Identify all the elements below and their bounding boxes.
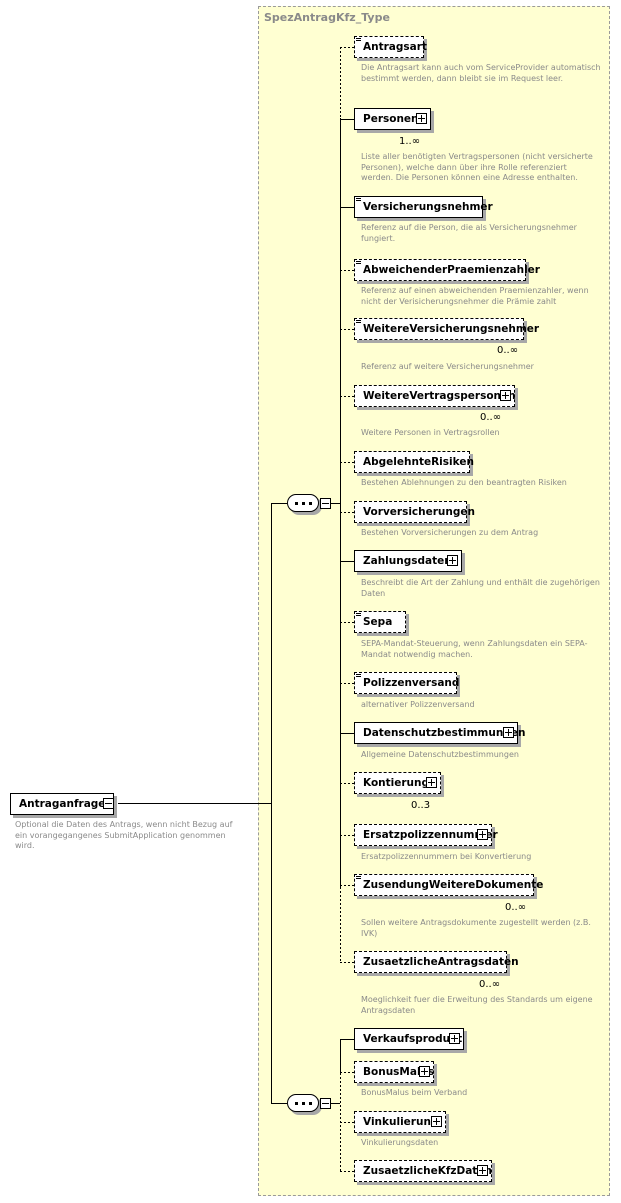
simple-content-marker xyxy=(356,320,361,323)
simple-content-marker xyxy=(356,198,361,201)
simple-content-marker xyxy=(356,876,361,879)
expand-icon[interactable] xyxy=(426,777,437,788)
element-label: WeitereVertragspersonen xyxy=(363,390,516,402)
element-label: ZusaetzlicheAntragsdaten xyxy=(363,956,519,968)
element-label: AbgelehnteRisiken xyxy=(363,456,474,468)
multiplicity-label: 1..∞ xyxy=(399,136,421,147)
expand-icon[interactable] xyxy=(449,1033,460,1044)
element-zusendung-weitere-dokumente[interactable]: ZusendungWeitereDokumente xyxy=(354,874,543,896)
element-abgelehnte-risiken[interactable]: AbgelehnteRisiken xyxy=(354,451,474,473)
element-bonus-malus[interactable]: BonusMalus xyxy=(354,1061,434,1083)
multiplicity-label: 0..∞ xyxy=(479,979,501,990)
element-description: Moeglichkeit fuer die Erweitung des Stan… xyxy=(361,995,593,1015)
expand-icon[interactable] xyxy=(416,113,427,124)
element-zusaetzliche-kfz-daten[interactable]: ZusaetzlicheKfzDaten xyxy=(354,1160,492,1182)
element-label: Verkaufsprodukt xyxy=(363,1033,463,1045)
collapse-icon[interactable] xyxy=(320,1098,331,1109)
element-description: BonusMalus beim Verband xyxy=(361,1088,468,1097)
expand-icon[interactable] xyxy=(477,1165,488,1176)
expand-icon[interactable] xyxy=(431,1116,442,1127)
element-label: ZusendungWeitereDokumente xyxy=(363,879,544,891)
element-description: Die Antragsart kann auch vom ServiceProv… xyxy=(361,63,601,83)
sequence-icon xyxy=(295,1102,312,1105)
element-antraganfrage[interactable]: Antraganfrage xyxy=(10,793,115,815)
element-label: Antraganfrage xyxy=(19,798,106,810)
expand-icon[interactable] xyxy=(447,555,458,566)
element-verkaufsprodukt[interactable]: Verkaufsprodukt xyxy=(354,1028,464,1050)
element-description: Allgemeine Datenschutzbestimmungen xyxy=(361,750,519,759)
element-label: Zahlungsdaten xyxy=(363,555,452,567)
simple-content-marker xyxy=(356,613,361,616)
element-description: Weitere Personen in Vertragsrollen xyxy=(361,428,500,437)
element-label: BonusMalus xyxy=(363,1066,435,1078)
element-label: Vorversicherungen xyxy=(363,506,475,518)
element-vinkulierung[interactable]: Vinkulierung xyxy=(354,1111,446,1133)
element-label: Polizzenversand xyxy=(363,677,460,689)
element-weitere-versicherungsnehmer[interactable]: WeitereVersicherungsnehmer xyxy=(354,318,539,340)
sequence-compositor-2[interactable] xyxy=(287,1094,319,1112)
simple-content-marker xyxy=(356,674,361,677)
element-description: Optional die Daten des Antrags, wenn nic… xyxy=(15,820,233,850)
sequence-compositor-1[interactable] xyxy=(287,494,319,512)
collapse-icon[interactable] xyxy=(103,798,114,809)
element-label: Sepa xyxy=(363,616,393,628)
element-abweichender-praemienzahler[interactable]: AbweichenderPraemienzahler xyxy=(354,259,540,281)
element-label: ZusaetzlicheKfzDaten xyxy=(363,1165,492,1177)
element-description: Referenz auf die Person, die als Versich… xyxy=(361,223,577,243)
element-ersatzpolizzennummer[interactable]: Ersatzpolizzennummer xyxy=(354,824,498,846)
element-datenschutzbestimmungen[interactable]: Datenschutzbestimmungen xyxy=(354,722,525,744)
element-description: alternativer Polizzenversand xyxy=(361,700,475,709)
multiplicity-label: 0..∞ xyxy=(480,412,502,423)
expand-icon[interactable] xyxy=(419,1066,430,1077)
sequence-icon xyxy=(295,502,312,505)
element-polizzenversand[interactable]: Polizzenversand xyxy=(354,672,460,694)
multiplicity-label: 0..∞ xyxy=(497,345,519,356)
element-label: Antragsart xyxy=(363,41,427,53)
element-vorversicherungen[interactable]: Vorversicherungen xyxy=(354,501,475,523)
element-description: Vinkulierungsdaten xyxy=(361,1138,439,1147)
element-label: Vinkulierung xyxy=(363,1116,439,1128)
element-description: Referenz auf einen abweichenden Praemien… xyxy=(361,286,589,306)
element-personen[interactable]: Personen xyxy=(354,108,431,130)
type-title: SpezAntragKfz_Type xyxy=(264,11,390,24)
element-sepa[interactable]: Sepa xyxy=(354,611,406,633)
element-weitere-vertragspersonen[interactable]: WeitereVertragspersonen xyxy=(354,385,516,407)
element-label: Personen xyxy=(363,113,419,125)
element-label: Kontierung xyxy=(363,777,430,789)
element-description: Sollen weitere Antragsdokumente zugestel… xyxy=(361,918,591,938)
multiplicity-label: 0..3 xyxy=(411,800,431,811)
element-description: Bestehen Ablehnungen zu den beantragten … xyxy=(361,478,567,487)
simple-content-marker xyxy=(356,38,361,41)
element-kontierung[interactable]: Kontierung xyxy=(354,772,441,794)
element-label: Versicherungsnehmer xyxy=(363,201,493,213)
element-label: AbweichenderPraemienzahler xyxy=(363,264,540,276)
expand-icon[interactable] xyxy=(477,829,488,840)
element-label: Ersatzpolizzennummer xyxy=(363,829,498,841)
element-label: WeitereVersicherungsnehmer xyxy=(363,323,540,335)
element-description: Beschreibt die Art der Zahlung und enthä… xyxy=(361,578,600,598)
simple-content-marker xyxy=(356,261,361,264)
element-antragsart[interactable]: Antragsart xyxy=(354,36,427,58)
element-description: Liste aller benötigten Vertragspersonen … xyxy=(361,152,593,182)
expand-icon[interactable] xyxy=(503,727,514,738)
element-description: SEPA-Mandat-Steuerung, wenn Zahlungsdate… xyxy=(361,639,588,659)
element-zahlungsdaten[interactable]: Zahlungsdaten xyxy=(354,550,462,572)
element-label: Datenschutzbestimmungen xyxy=(363,727,526,739)
multiplicity-label: 0..∞ xyxy=(505,902,527,913)
collapse-icon[interactable] xyxy=(320,498,331,509)
element-versicherungsnehmer[interactable]: Versicherungsnehmer xyxy=(354,196,493,218)
expand-icon[interactable] xyxy=(500,390,511,401)
element-description: Referenz auf weitere Versicherungsnehmer xyxy=(361,362,534,371)
element-description: Bestehen Vorversicherungen zu dem Antrag xyxy=(361,528,539,537)
element-zusaetzliche-antragsdaten[interactable]: ZusaetzlicheAntragsdaten xyxy=(354,951,519,973)
element-description: Ersatzpolizzennummern bei Konvertierung xyxy=(361,852,532,861)
